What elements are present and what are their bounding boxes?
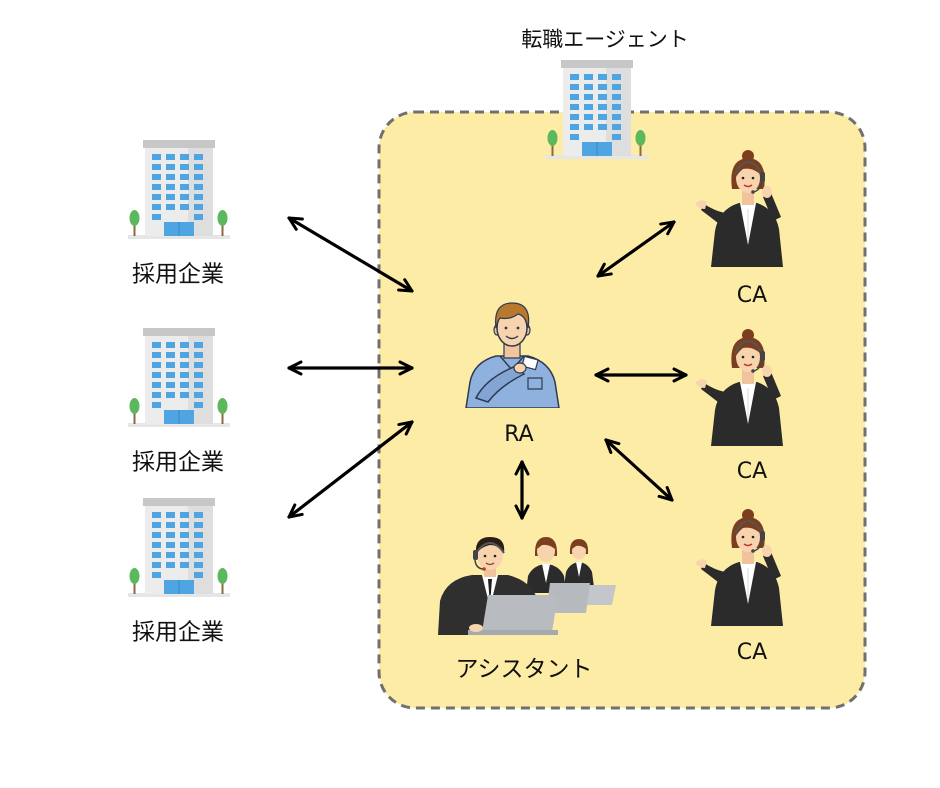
arrow-ra-ca-3 [604, 438, 674, 502]
ca-label: CA [736, 459, 768, 484]
agency-title: 転職エージェント [521, 27, 689, 52]
company-label: 採用企業 [132, 449, 224, 476]
ra-label: RA [504, 422, 534, 447]
agency-building-icon [546, 60, 648, 160]
ca-label: CA [736, 640, 768, 665]
company-building-icon [128, 498, 230, 598]
ca-person-icon [695, 147, 790, 267]
company-label: 採用企業 [132, 619, 224, 646]
arrow-company-1-ra [287, 216, 414, 293]
company-building-icon [128, 140, 230, 240]
assistant-label: アシスタント [455, 656, 593, 683]
ca-person-icon [695, 326, 790, 446]
ca-person-icon [695, 506, 790, 626]
company-label: 採用企業 [132, 261, 224, 288]
assistant-group-icon [438, 535, 616, 635]
arrow-company-3-ra [287, 420, 414, 519]
ca-label: CA [736, 283, 768, 308]
ra-person-icon [460, 298, 565, 408]
company-building-icon [128, 328, 230, 428]
arrow-ra-ca-1 [596, 220, 676, 278]
